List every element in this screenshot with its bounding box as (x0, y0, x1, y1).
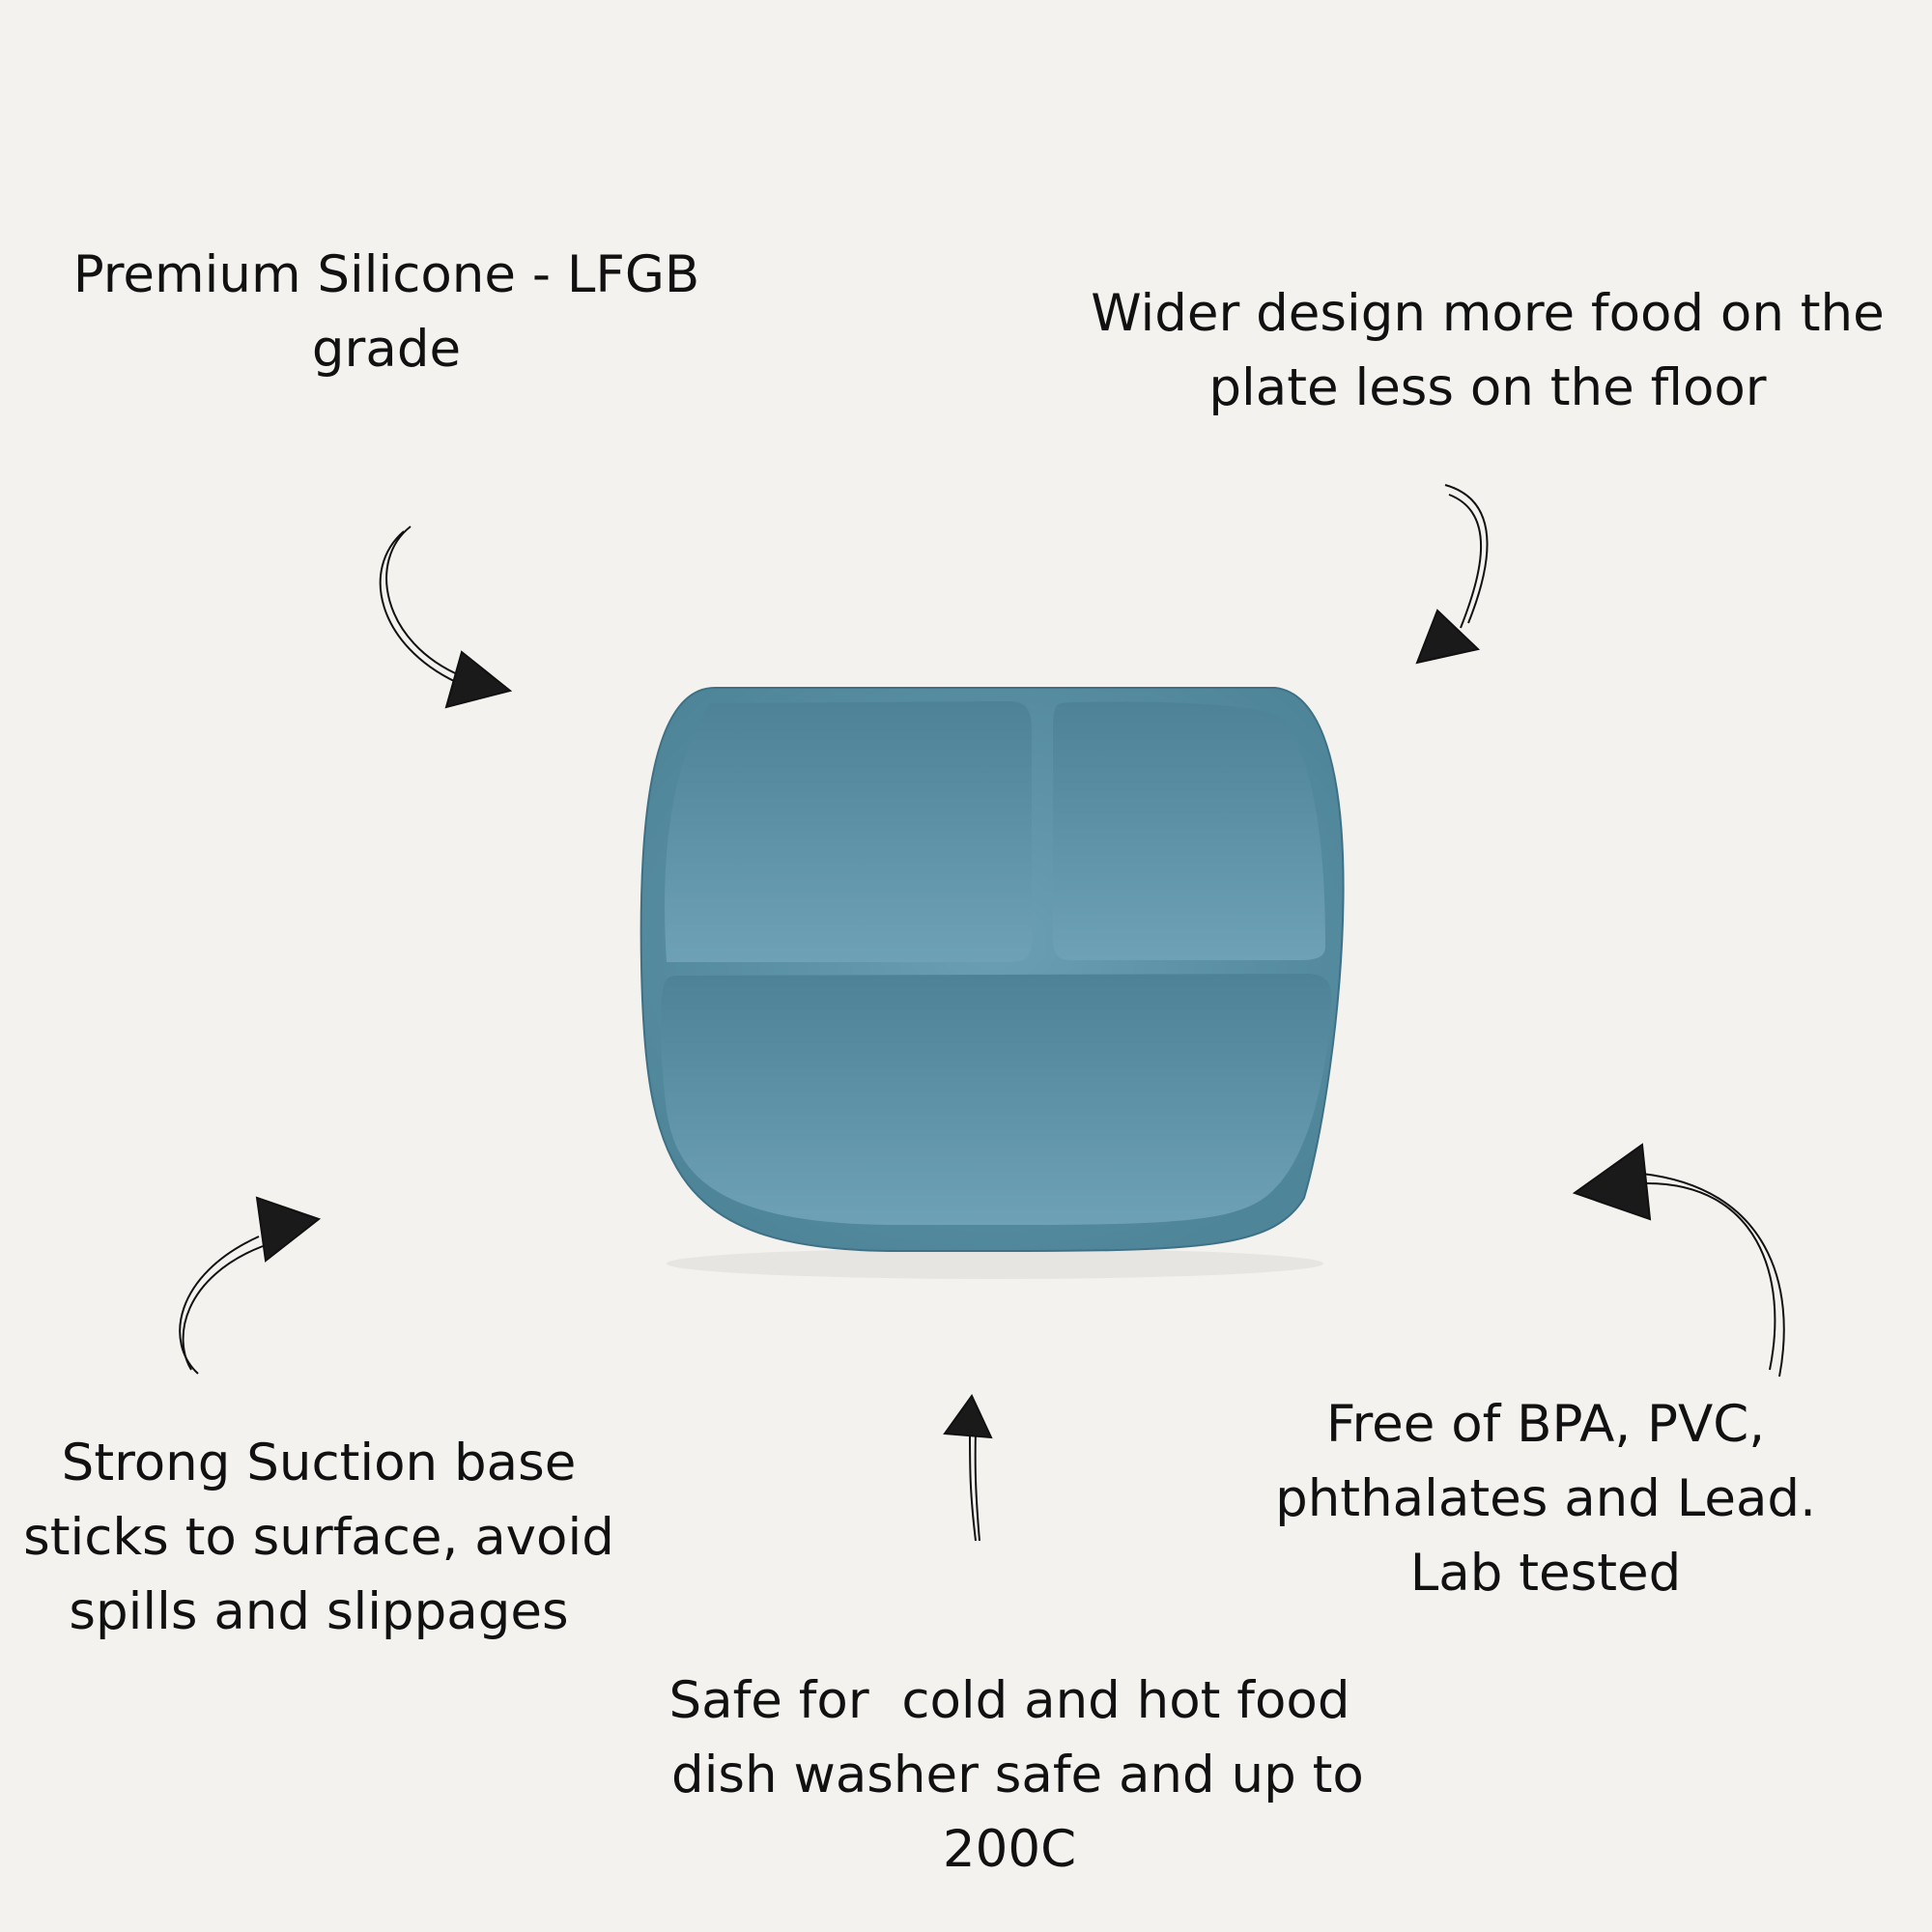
plate-compartment-top-left (665, 701, 1032, 962)
feature-line: Premium Silicone - LFGB (72, 245, 700, 304)
feature-line: plate less on the floor (1208, 358, 1767, 417)
feature-suction-base: Strong Suction base sticks to surface, a… (10, 1426, 628, 1649)
feature-line: Safe for cold and hot food (668, 1671, 1350, 1730)
feature-wider-design: Wider design more food on the plate less… (1072, 276, 1903, 425)
feature-line: 200C (942, 1820, 1077, 1879)
straight-arrow-icon (943, 1394, 993, 1542)
feature-line: phthalates and Lead. (1275, 1469, 1816, 1528)
curved-arrow-icon (1572, 1143, 1785, 1378)
feature-line: Wider design more food on the (1091, 284, 1885, 343)
feature-line: sticks to surface, avoid (23, 1508, 614, 1567)
feature-line: spills and slippages (69, 1582, 569, 1641)
feature-heat-safe: Safe for cold and hot food dish washer s… (642, 1663, 1377, 1887)
curved-arrow-icon (379, 526, 513, 709)
feature-premium-silicone: Premium Silicone - LFGB grade (39, 238, 734, 386)
plate-compartment-top-right (1053, 701, 1325, 960)
feature-line: dish washer safe and up to (655, 1746, 1364, 1804)
feature-line: Free of BPA, PVC, (1325, 1395, 1766, 1454)
plate-compartment-bottom (660, 974, 1332, 1225)
feature-line: grade (311, 320, 462, 379)
feature-free-of-bpa: Free of BPA, PVC, phthalates and Lead. L… (1246, 1387, 1845, 1610)
suction-plate (639, 687, 1345, 1279)
curved-arrow-icon (1415, 484, 1489, 665)
curved-arrow-icon (179, 1196, 322, 1375)
feature-line: Lab tested (1409, 1544, 1682, 1603)
feature-line: Strong Suction base (61, 1434, 577, 1492)
